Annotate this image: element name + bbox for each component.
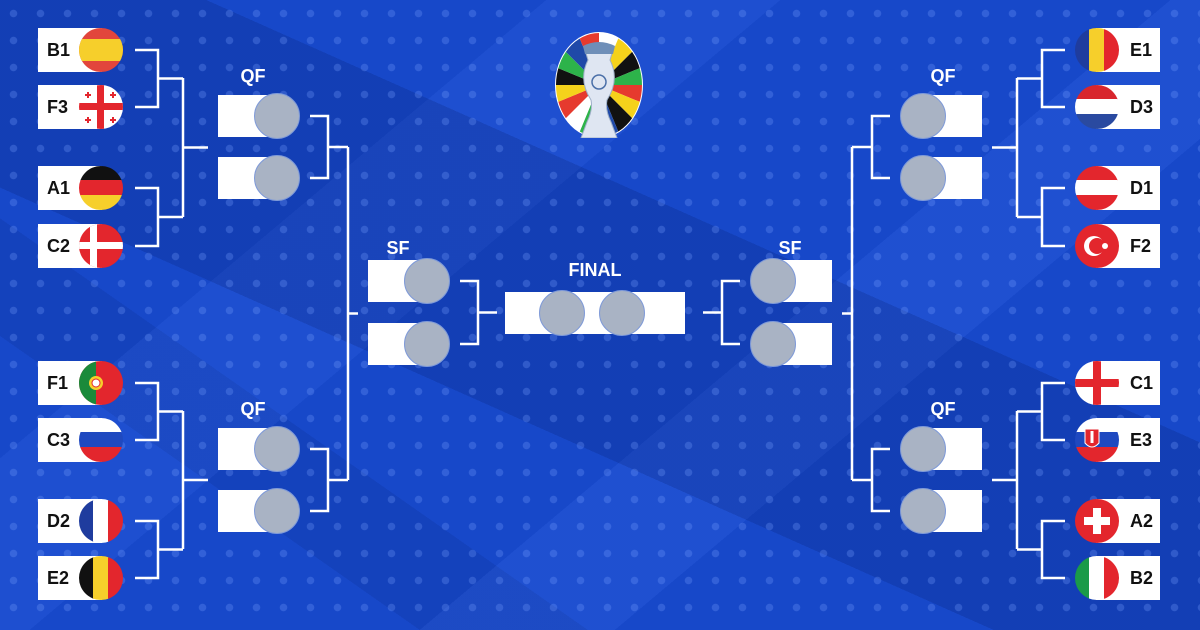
team-e1[interactable]: E1 — [1074, 28, 1160, 72]
team-placeholder-circle — [254, 426, 300, 472]
team-f1[interactable]: F1 — [38, 361, 124, 405]
team-placeholder-circle — [404, 258, 450, 304]
bracket-connector — [1040, 48, 1065, 109]
bracket-connector — [1040, 186, 1065, 248]
final-slot[interactable] — [505, 290, 685, 336]
qf-right-slot-4[interactable] — [900, 488, 982, 534]
team-seed-label: E3 — [1130, 430, 1153, 450]
qf-label-left-top: QF — [240, 66, 266, 86]
team-placeholder-circle — [900, 488, 946, 534]
team-b1[interactable]: B1 — [38, 28, 124, 72]
team-placeholder-circle — [254, 488, 300, 534]
team-seed-label: C1 — [1130, 373, 1154, 393]
team-seed-label: F1 — [47, 373, 69, 393]
team-placeholder-circle — [750, 258, 796, 304]
sf-left-slot-2[interactable] — [368, 321, 450, 367]
team-seed-label: B2 — [1130, 568, 1154, 588]
bracket-connector — [135, 186, 160, 248]
team-c2[interactable]: C2 — [38, 224, 124, 268]
qf-right-slot-3[interactable] — [900, 426, 982, 472]
team-seed-label: D2 — [47, 511, 71, 531]
team-seed-label: C2 — [47, 236, 71, 256]
team-b2[interactable]: B2 — [1074, 556, 1160, 600]
team-placeholder-circle — [900, 93, 946, 139]
qf-left-slot-2[interactable] — [218, 155, 300, 201]
final-label: FINAL — [568, 260, 622, 280]
team-e3[interactable]: E3 — [1074, 418, 1160, 462]
sf-right-slot-2[interactable] — [750, 321, 832, 367]
team-placeholder-circle — [404, 321, 450, 367]
sf-label-right: SF — [778, 238, 802, 258]
team-a2[interactable]: A2 — [1074, 499, 1160, 543]
team-placeholder-circle — [750, 321, 796, 367]
qf-left-slot-4[interactable] — [218, 488, 300, 534]
bracket-connector — [870, 447, 890, 513]
qf-label-right-bottom: QF — [930, 399, 956, 419]
qf-label-left-bottom: QF — [240, 399, 266, 419]
sf-right-slot-1[interactable] — [750, 258, 832, 304]
bracket-connector — [870, 114, 890, 180]
team-d1[interactable]: D1 — [1074, 166, 1160, 210]
team-seed-label: A2 — [1130, 511, 1154, 531]
bracket-connector — [310, 114, 330, 180]
team-d3[interactable]: D3 — [1074, 85, 1160, 129]
qf-right-slot-2[interactable] — [900, 155, 982, 201]
bracket-connector — [310, 447, 330, 513]
team-c1[interactable]: C1 — [1074, 361, 1160, 405]
team-placeholder-circle — [900, 155, 946, 201]
final-team-1-circle — [539, 290, 585, 336]
team-placeholder-circle — [900, 426, 946, 472]
team-seed-label: E1 — [1130, 40, 1153, 60]
bracket-connector — [720, 279, 740, 346]
team-a1[interactable]: A1 — [38, 166, 124, 210]
team-placeholder-circle — [254, 155, 300, 201]
team-seed-label: F3 — [47, 97, 69, 117]
team-e2[interactable]: E2 — [38, 556, 124, 600]
bracket-connector — [1040, 519, 1065, 580]
team-seed-label: D3 — [1130, 97, 1154, 117]
team-f2[interactable]: F2 — [1074, 224, 1160, 268]
qf-label-right-top: QF — [930, 66, 956, 86]
team-seed-label: C3 — [47, 430, 71, 450]
team-placeholder-circle — [254, 93, 300, 139]
team-seed-label: B1 — [47, 40, 71, 60]
team-d2[interactable]: D2 — [38, 499, 124, 543]
team-seed-label: F2 — [1130, 236, 1152, 256]
qf-right-slot-1[interactable] — [900, 93, 982, 139]
bracket-connector — [460, 279, 480, 346]
qf-left-slot-3[interactable] — [218, 426, 300, 472]
team-f3[interactable]: F3 — [38, 85, 124, 129]
bracket-connector — [135, 48, 160, 109]
qf-left-slot-1[interactable] — [218, 93, 300, 139]
bracket-connector — [135, 381, 160, 442]
final-team-2-circle — [599, 290, 645, 336]
sf-left-slot-1[interactable] — [368, 258, 450, 304]
euro-2024-trophy-logo — [555, 32, 643, 139]
team-seed-label: E2 — [47, 568, 70, 588]
bracket-connector — [1040, 381, 1065, 442]
team-seed-label: A1 — [47, 178, 71, 198]
team-c3[interactable]: C3 — [38, 418, 124, 462]
sf-label-left: SF — [386, 238, 410, 258]
bracket-connector — [135, 519, 160, 580]
team-seed-label: D1 — [1130, 178, 1154, 198]
